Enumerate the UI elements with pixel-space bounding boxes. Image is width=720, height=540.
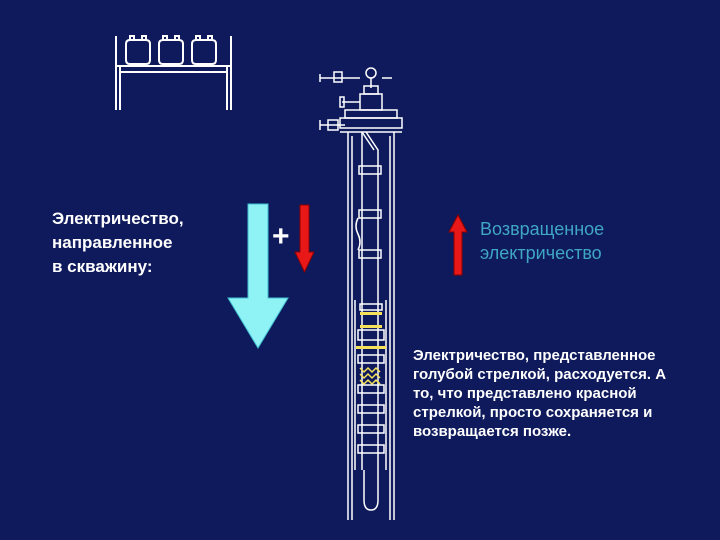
well-casing <box>347 132 395 520</box>
tubing-string <box>354 131 387 511</box>
arrow-down-icon <box>227 203 289 349</box>
electricity-in-label: Электричество, направленное в скважину: <box>52 209 184 276</box>
packer-yellow-bands <box>356 312 386 349</box>
battery-rack <box>115 36 232 110</box>
arrow-up-icon <box>448 213 468 276</box>
battery-icon <box>125 35 151 65</box>
battery-icon <box>158 35 184 65</box>
plus-sign: + <box>272 220 290 253</box>
perforation-zone <box>359 366 381 386</box>
explanation-text: Электричество, представленное голубой ст… <box>413 347 667 440</box>
wellhead <box>319 67 403 133</box>
arrow-down-icon <box>294 204 315 274</box>
battery-icon <box>191 35 217 65</box>
electricity-returned-label: Возвращенное электричество <box>480 219 605 263</box>
